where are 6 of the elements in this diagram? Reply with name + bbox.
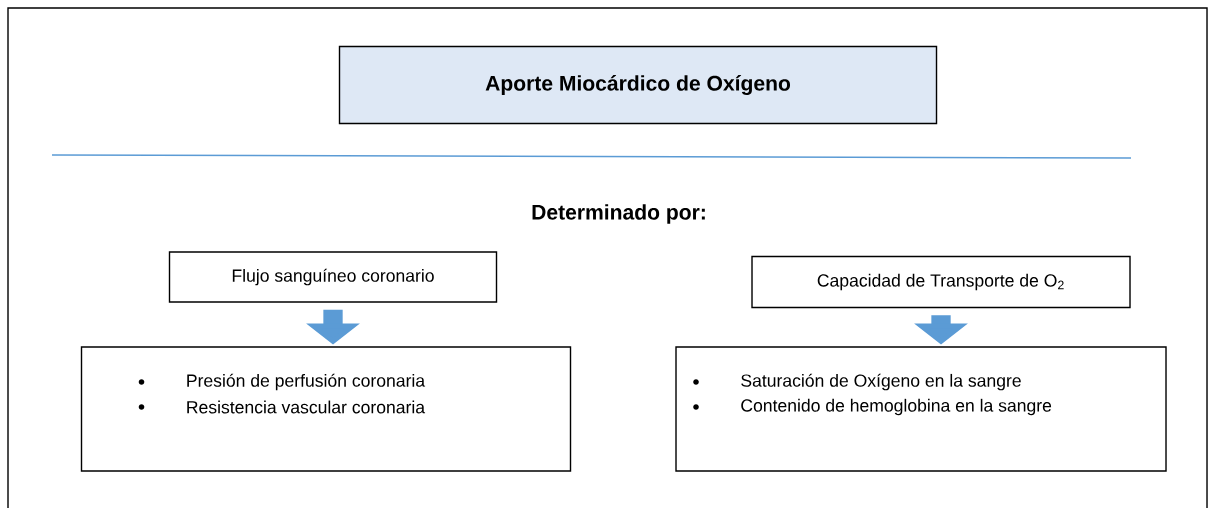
list-box: Saturación de Oxígeno en la sangre Contenido de hemoglobina en la sangre [675,346,1167,472]
subheading: Determinado por: [532,204,705,224]
list-box: Presión de perfusión coronaria Resistencia vascular coronaria [80,346,572,472]
text-box: Capacidad de Transporte de O$_{2}$ [751,255,1131,309]
text-box: Flujo sanguíneo coronario [168,251,498,303]
title-box: Aporte Miocárdico de Oxígeno [338,45,938,125]
